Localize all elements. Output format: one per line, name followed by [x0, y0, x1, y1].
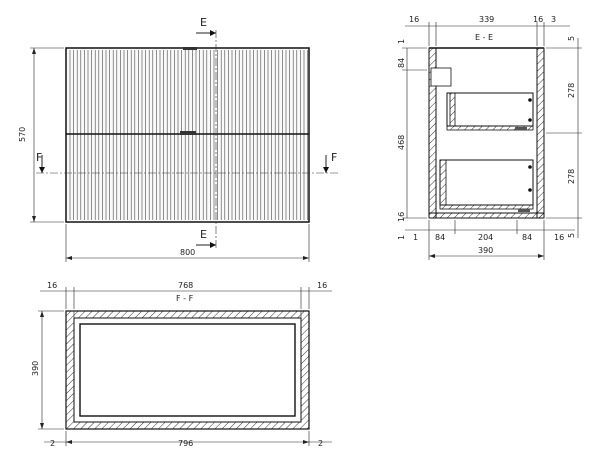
plan-top-dim-2: 768: [178, 281, 193, 290]
section-label-f-left: F: [36, 151, 42, 164]
top-dim-1: 16: [409, 15, 419, 24]
upper-drawer-bottom: [446, 125, 534, 131]
height-dimension: 570: [18, 127, 27, 142]
plan-top-dim-3: 16: [317, 281, 327, 290]
section-label-f-right: F: [331, 151, 337, 164]
handle-recess-upper: [183, 47, 197, 50]
top-dim-2: 339: [479, 15, 494, 24]
right-dim-3: 278: [567, 169, 576, 184]
left-dim-2: 84: [397, 58, 406, 68]
plan-bottom-dim-1: 2: [50, 439, 55, 448]
left-dim-5: 1: [397, 235, 406, 240]
bottom-dim-3: 204: [478, 233, 493, 242]
plan-section-view: F - F 16 768 16 390 2 796 2: [31, 281, 332, 448]
top-dim-3: 16: [533, 15, 543, 24]
bottom-dim-5: 16: [554, 233, 564, 242]
left-dim-1: 1: [397, 39, 406, 44]
total-depth-dimension: 390: [478, 246, 493, 255]
side-section-view: E - E 16 339 16 3 1 84 468: [397, 15, 582, 260]
section-title-f-f: F - F: [176, 294, 194, 303]
right-dim-4: 5: [567, 233, 576, 238]
plan-drawer-outline: [79, 323, 296, 417]
left-dim-4: 16: [397, 212, 406, 222]
right-dim-2: 278: [567, 83, 576, 98]
plan-bottom-dim-2: 796: [178, 439, 193, 448]
width-dimension: 800: [180, 248, 195, 257]
bottom-dim-2: 84: [435, 233, 445, 242]
bottom-dim-4: 84: [522, 233, 532, 242]
section-label-e-bottom: E: [200, 228, 207, 241]
bottom-panel: [428, 212, 545, 219]
front-view: E E F F 570 800: [18, 16, 340, 262]
right-dim-1: 5: [567, 36, 576, 41]
front-edge: [536, 47, 545, 219]
plan-depth-dimension: 390: [31, 361, 40, 376]
lower-drawer-box: [439, 159, 534, 206]
upper-drawer-box: [446, 92, 534, 127]
left-dim-3: 468: [397, 135, 406, 150]
top-dim-4: 3: [551, 15, 556, 24]
handle-recess-lower: [180, 131, 196, 135]
rail-bracket: [430, 67, 452, 87]
plan-top-dim-1: 16: [47, 281, 57, 290]
section-label-e-top: E: [200, 16, 207, 29]
plan-bottom-dim-3: 2: [318, 439, 323, 448]
lower-drawer-bottom: [439, 204, 534, 210]
section-title-e-e: E - E: [475, 33, 493, 42]
bottom-dim-1: 1: [413, 233, 418, 242]
